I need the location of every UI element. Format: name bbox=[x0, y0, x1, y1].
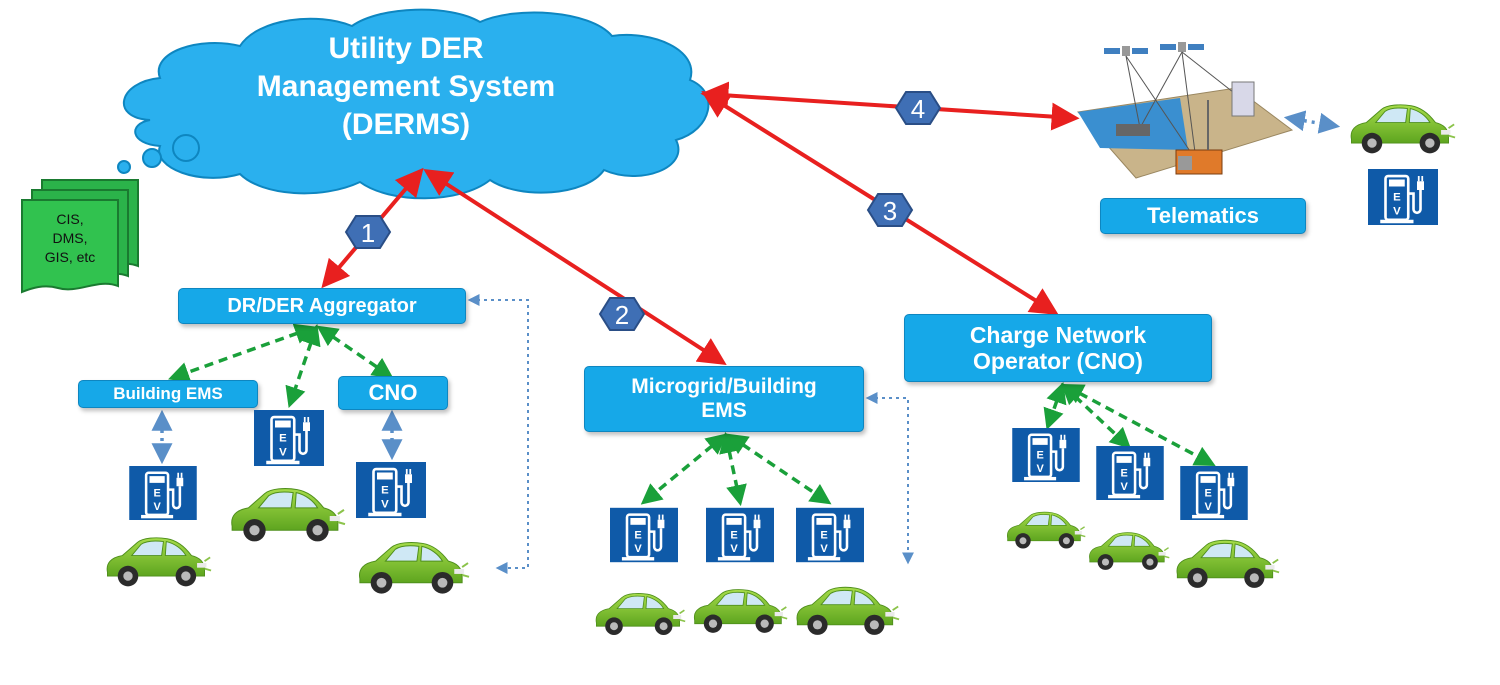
ev-car-icon bbox=[590, 586, 686, 644]
derms-title-line2: Management System bbox=[256, 70, 556, 103]
ev-car-icon bbox=[352, 538, 470, 600]
ev-car-icon bbox=[790, 582, 900, 642]
microgrid-label-line1: Microgrid/Building bbox=[631, 374, 817, 398]
ev-car-icon bbox=[1344, 100, 1456, 160]
satellite-left-icon bbox=[1104, 46, 1148, 56]
badge-3: 3 bbox=[866, 193, 914, 227]
ev-car-icon bbox=[1170, 536, 1280, 594]
arrow-4-derms-telematics bbox=[700, 81, 1080, 131]
charge-network-operator-box[interactable]: Charge Network Operator (CNO) bbox=[904, 314, 1212, 382]
cloud-bubble-small bbox=[117, 160, 131, 174]
svg-text:2: 2 bbox=[615, 300, 629, 330]
green-dashed-arrows bbox=[168, 323, 1216, 507]
ev-charger-icon bbox=[1012, 428, 1080, 482]
ev-charger-icon bbox=[796, 506, 864, 564]
cno-small-label: CNO bbox=[368, 380, 418, 406]
telematics-illustration bbox=[1077, 42, 1294, 179]
microgrid-label-line2: EMS bbox=[701, 399, 747, 422]
server-building-icon bbox=[1231, 81, 1255, 117]
cloud-bubble-medium bbox=[142, 148, 162, 168]
loop-aggregator-car bbox=[467, 294, 529, 574]
ev-charger-icon bbox=[356, 462, 426, 518]
blue-dotted-arrows bbox=[151, 110, 1341, 465]
ev-charger-icon bbox=[1180, 466, 1248, 520]
arrow-cno-charger-3 bbox=[1062, 384, 1216, 466]
microgrid-box[interactable]: Microgrid/Building EMS bbox=[584, 366, 864, 432]
documents-line-gis: GIS, etc bbox=[44, 249, 96, 265]
ev-car-icon bbox=[1084, 524, 1170, 580]
cloud-bubble-large bbox=[172, 134, 200, 162]
svg-text:4: 4 bbox=[911, 94, 925, 124]
badge-4: 4 bbox=[894, 91, 942, 125]
derms-title-line3: (DERMS) bbox=[341, 108, 471, 141]
arrow-microgrid-charger-1 bbox=[640, 433, 728, 505]
arrow-aggregator-cno bbox=[316, 325, 394, 379]
derms-title-line1: Utility DER bbox=[328, 32, 484, 65]
ev-charger-icon bbox=[610, 506, 678, 564]
building-ems-label: Building EMS bbox=[113, 384, 223, 404]
cno-label-line2: Operator (CNO) bbox=[973, 348, 1143, 374]
ev-charger-icon bbox=[1368, 168, 1438, 226]
cno-small-box[interactable]: CNO bbox=[338, 376, 448, 410]
ship-icon bbox=[1116, 124, 1150, 136]
documents-label: CIS, DMS, GIS, etc bbox=[30, 210, 110, 267]
satellite-right-icon bbox=[1160, 42, 1204, 52]
ev-car-icon bbox=[100, 532, 212, 594]
documents-line-cis: CIS, bbox=[56, 211, 84, 227]
ev-car-icon bbox=[224, 484, 346, 548]
documents-line-dms: DMS, bbox=[52, 230, 88, 246]
arrow-telematics-car bbox=[1283, 110, 1341, 134]
badge-2: 2 bbox=[598, 297, 646, 331]
aggregator-box[interactable]: DR/DER Aggregator bbox=[178, 288, 466, 324]
arrow-2-derms-microgrid bbox=[423, 168, 727, 366]
arrow-aggregator-ev-charger bbox=[285, 324, 321, 408]
arrow-aggregator-building-ems bbox=[168, 323, 316, 383]
arrow-microgrid-charger-2 bbox=[719, 431, 747, 507]
ev-car-icon bbox=[1002, 502, 1086, 560]
blue-dotted-loops bbox=[467, 294, 914, 574]
derms-title: Utility DER Management System (DERMS) bbox=[226, 30, 586, 144]
cno-label-line1: Charge Network bbox=[969, 321, 1147, 348]
ev-charger-icon bbox=[706, 506, 774, 564]
telematics-label: Telematics bbox=[1146, 203, 1260, 229]
documents-stack-icon bbox=[21, 179, 139, 294]
loop-microgrid-car bbox=[865, 392, 914, 565]
svg-text:1: 1 bbox=[361, 218, 375, 248]
telematics-box[interactable]: Telematics bbox=[1100, 198, 1306, 234]
aggregator-label: DR/DER Aggregator bbox=[227, 294, 417, 317]
building-ems-box[interactable]: Building EMS bbox=[78, 380, 258, 408]
ev-car-icon bbox=[688, 582, 788, 642]
badge-1: 1 bbox=[344, 215, 392, 249]
ev-charger-icon bbox=[254, 410, 324, 466]
ev-charger-icon bbox=[128, 466, 198, 520]
arrow-microgrid-charger-3 bbox=[726, 433, 832, 505]
arrow-cno-charger-1 bbox=[1043, 382, 1067, 430]
ev-charger-icon bbox=[1096, 446, 1164, 500]
svg-text:3: 3 bbox=[883, 196, 897, 226]
